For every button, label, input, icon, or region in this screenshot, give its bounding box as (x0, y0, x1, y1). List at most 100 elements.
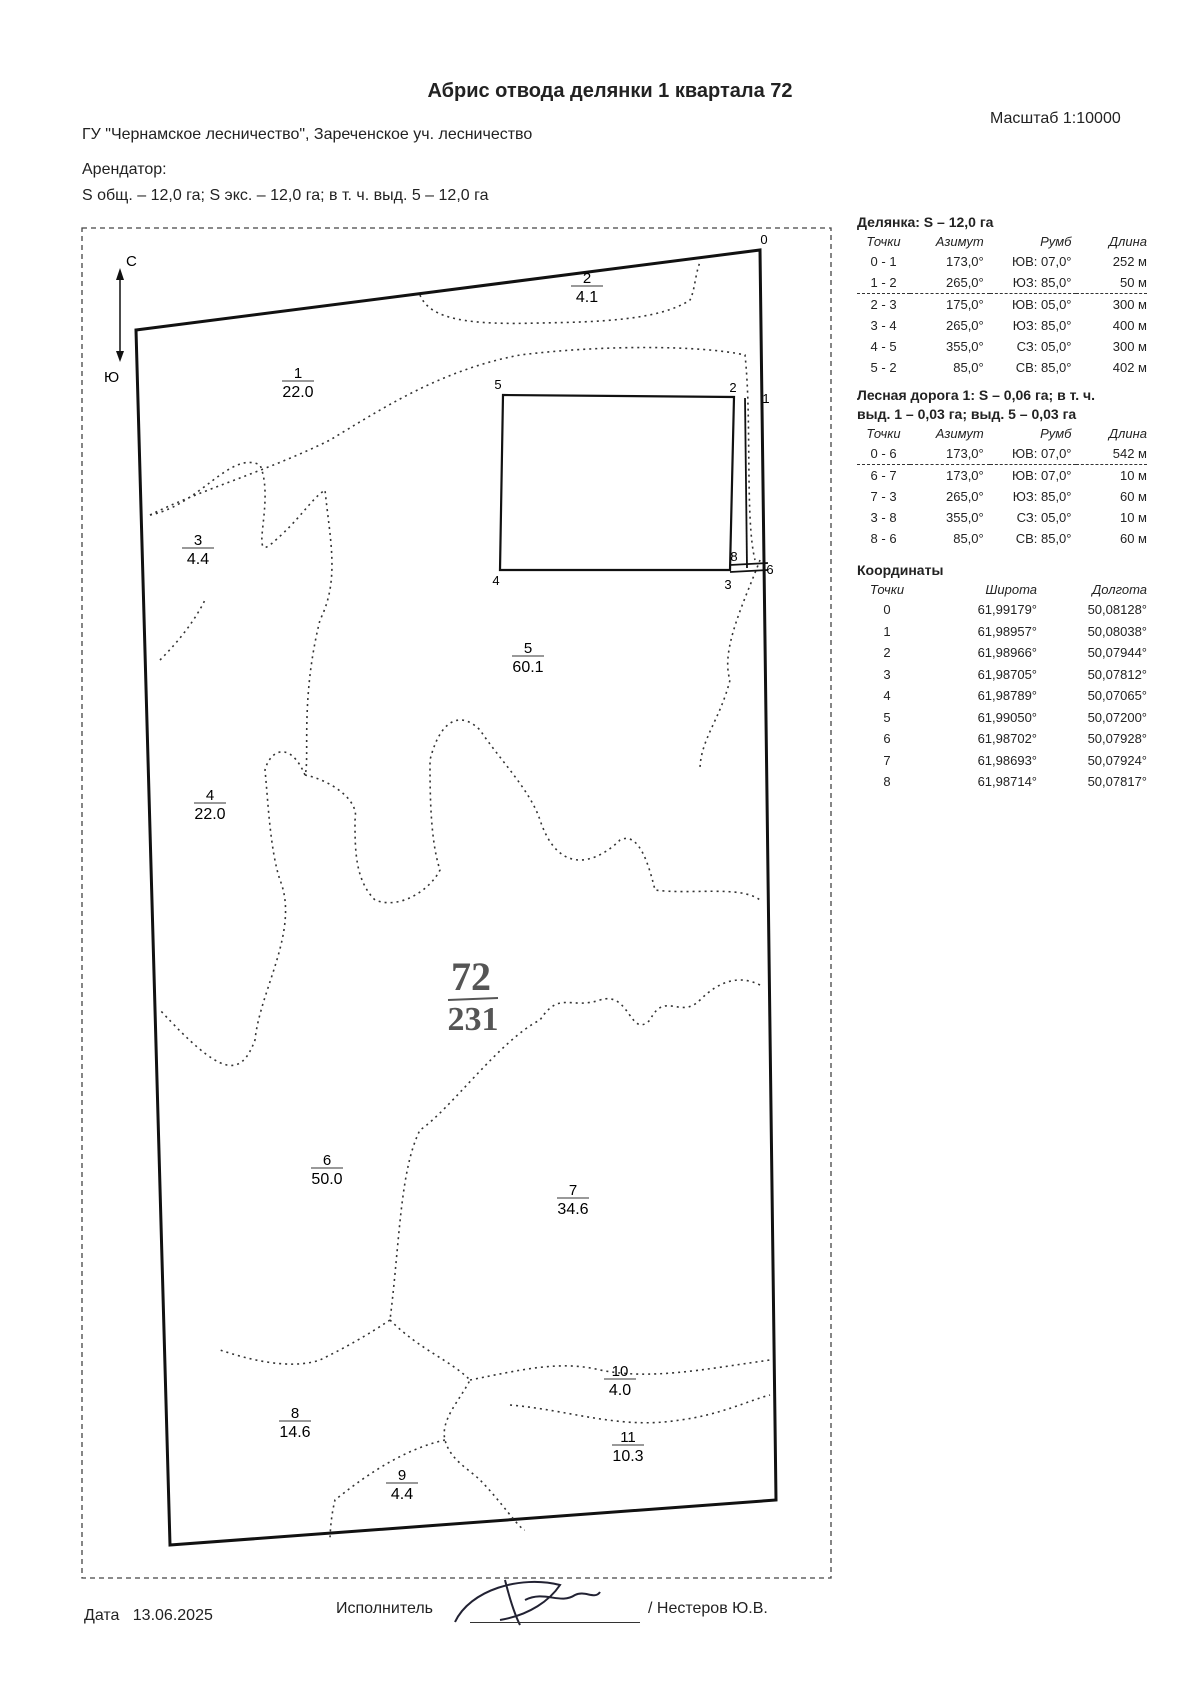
vydel-number: 10 (612, 1363, 629, 1380)
table-cell: 8 - 6 (870, 531, 897, 546)
vydel-area: 60.1 (512, 659, 543, 676)
footer-date: Дата 13.06.2025 (84, 1607, 213, 1625)
table-cell: 173,0° (910, 464, 990, 486)
vydel-number: 4 (206, 787, 214, 804)
table-cell: 85,0° (953, 360, 984, 375)
table-cell: 7 - 3 (870, 489, 897, 504)
vydel-area: 4.4 (187, 551, 209, 568)
table-cell: 61,98789° (977, 688, 1037, 704)
plot-point-label: 1 (762, 391, 769, 406)
table-cell: 1 - 2 (870, 275, 897, 290)
table-cell: СВ: 85,0° (1015, 360, 1072, 375)
table-cell: 50,07812° (1087, 666, 1147, 682)
area-summary: S общ. – 12,0 га; S экс. – 12,0 га; в т.… (82, 187, 489, 204)
table-cell: 300 м (1075, 293, 1147, 315)
date-value: 13.06.2025 (132, 1607, 213, 1624)
table-cell: 5 - 2 (870, 360, 897, 375)
table-cell: 10 м (1075, 464, 1147, 486)
plot-point-label: 5 (494, 377, 501, 392)
table-cell: 265,0° (946, 318, 984, 333)
table-cell: 60 м (1119, 531, 1147, 546)
vydel-number: 5 (524, 640, 532, 657)
signature-line (470, 1622, 640, 1623)
table-cell: 7 (883, 752, 891, 768)
table-row: 4 61,98789° 50,07065° (857, 685, 1147, 707)
table-cell: 3 - 8 (870, 510, 897, 525)
table-cell: 6 (883, 731, 891, 747)
vydel-boundaries (149, 261, 771, 1541)
vydel-number: 9 (398, 1467, 406, 1484)
table-cell: 5 (883, 709, 891, 725)
executor-name: / Нестеров Ю.В. (648, 1600, 768, 1617)
table-cell: 173,0° (946, 446, 984, 461)
table-cell: 61,98957° (977, 623, 1037, 639)
table-cell: 85,0° (953, 531, 984, 546)
plot-point-label: 6 (766, 562, 773, 577)
table-cell: 50,07944° (1087, 645, 1147, 661)
table-cell: 0 - 6 (870, 446, 897, 461)
table-cell: 61,98705° (977, 666, 1037, 682)
col-rumb: Румб (1040, 426, 1072, 441)
table-cell: 4 (883, 688, 891, 704)
table-cell: 61,98693° (977, 752, 1037, 768)
table-cell: 3 - 4 (870, 318, 897, 333)
tenant-label: Арендатор: (82, 161, 167, 178)
col-points: Точки (866, 234, 901, 249)
vydel-number: 3 (194, 532, 202, 549)
table-cell: 542 м (1112, 446, 1147, 461)
table-cell: 355,0° (946, 510, 984, 525)
col-length: Длина (1108, 234, 1147, 249)
vydel-area: 22.0 (282, 384, 313, 401)
table-cell: 400 м (1112, 318, 1147, 333)
north-arrow-icon (116, 268, 124, 362)
table-cell: 50,07924° (1087, 752, 1147, 768)
table-cell: СЗ: 05,0° (1016, 339, 1072, 354)
map-frame (81, 227, 832, 1579)
table-cell: 355,0° (946, 339, 984, 354)
table-cell: ЮВ: 07,0° (1011, 254, 1072, 269)
table-row: 5 - 2 85,0° СВ: 85,0° 402 м (857, 357, 1147, 378)
plot-point-label: 8 (730, 549, 737, 564)
vydel-number: 11 (620, 1429, 636, 1446)
table-cell: 61,98966° (977, 645, 1037, 661)
quarter-boundary (134, 248, 778, 1547)
table-cell: 175,0° (910, 293, 990, 315)
table-cell: ЮЗ: 85,0° (1012, 318, 1072, 333)
table-row: 3 - 4 265,0° ЮЗ: 85,0° 400 м (857, 315, 1147, 336)
table-cell: 50,07200° (1087, 709, 1147, 725)
table-cell: 402 м (1112, 360, 1147, 375)
table-cell: 61,98714° (977, 774, 1037, 790)
vydel-area: 4.1 (576, 289, 598, 306)
scale-label: Масштаб 1:10000 (990, 110, 1121, 127)
table-row: 6 61,98702° 50,07928° (857, 728, 1147, 750)
col-latitude: Широта (985, 582, 1037, 597)
vydel-area: 22.0 (194, 806, 225, 823)
table-cell: СЗ: 05,0° (1016, 510, 1072, 525)
table-cell: 50,07928° (1087, 731, 1147, 747)
vydel-number: 8 (291, 1405, 299, 1422)
table-cell: 50,07065° (1087, 688, 1147, 704)
table-cell: 60 м (1119, 489, 1147, 504)
table-cell: 61,99050° (977, 709, 1037, 725)
south-label: Ю (104, 369, 119, 386)
plot-boundary (498, 393, 736, 572)
vydel-number: 7 (569, 1182, 577, 1199)
organization-line: ГУ "Чернамское лесничество", Зареченское… (82, 126, 533, 143)
date-label: Дата (84, 1607, 120, 1624)
col-points: Точки (866, 426, 901, 441)
table-cell: 61,98702° (977, 731, 1037, 747)
road-title-1: Лесная дорога 1: S – 0,06 га; в т. ч. (857, 387, 1096, 403)
